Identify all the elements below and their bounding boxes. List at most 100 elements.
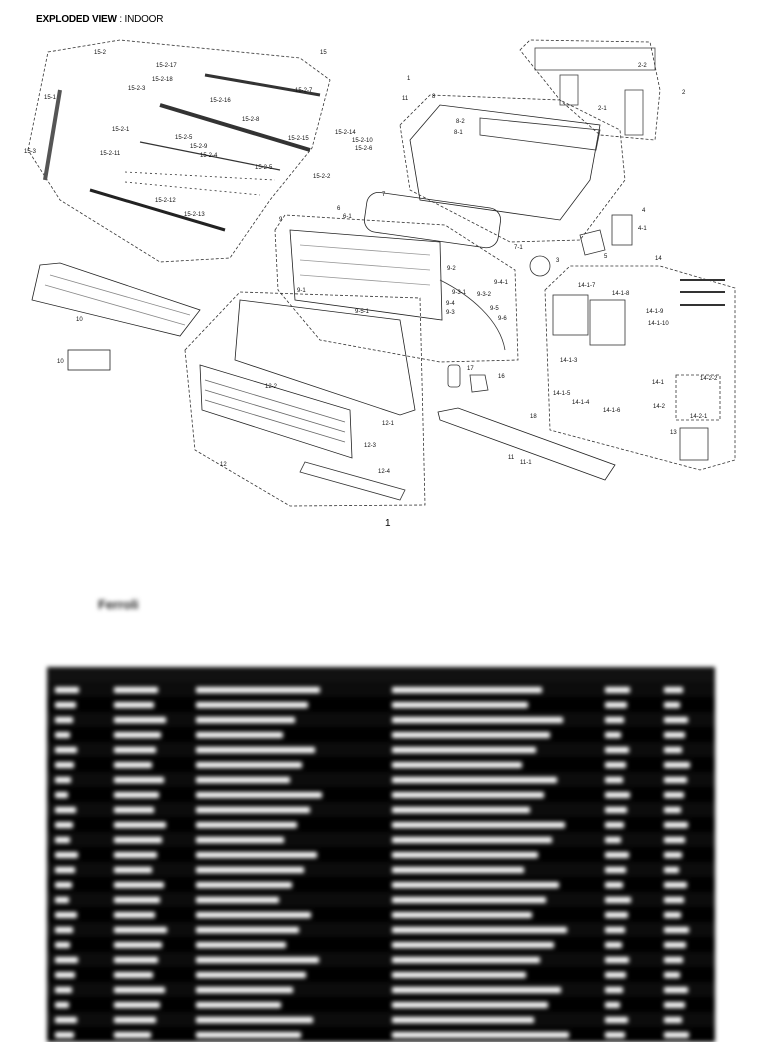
table-cell: [655, 727, 715, 742]
table-cell: [384, 892, 597, 907]
table-cell: [596, 952, 656, 967]
label: 9-3: [446, 310, 455, 316]
table-cell: [188, 862, 385, 877]
label: 14-1-8: [612, 291, 630, 297]
table-cell: [655, 952, 715, 967]
table-cell: [384, 997, 597, 1012]
label: 15-2-13: [184, 212, 205, 218]
pipe-9-6: [439, 279, 506, 351]
table-cell: [384, 967, 597, 982]
cover-8-2: [479, 117, 601, 151]
group-14-outline: [544, 265, 736, 471]
label: 15-2-3: [128, 86, 146, 92]
label: 9-3-2: [477, 292, 492, 298]
table-row: [47, 937, 715, 952]
table-row: [47, 712, 715, 727]
label: 6: [337, 206, 341, 212]
label: 5: [604, 254, 608, 260]
table-cell: [384, 847, 597, 862]
table-cell: [384, 742, 597, 757]
label: 9-6: [498, 316, 507, 322]
label: 14-1-10: [648, 321, 669, 327]
table-cell: [596, 982, 656, 997]
group-12-outline: [184, 291, 426, 507]
table-cell: [596, 832, 656, 847]
table-cell: [655, 847, 715, 862]
label: 15: [320, 50, 327, 56]
table-cell: [188, 802, 385, 817]
label: 9-4: [446, 301, 455, 307]
table-cell: [47, 922, 106, 937]
table-row: [47, 877, 715, 892]
table-cell: [655, 997, 715, 1012]
table-row: [47, 757, 715, 772]
label: 3: [556, 258, 560, 264]
label: 15-2-11: [100, 151, 121, 157]
label: 15-2-14: [335, 130, 356, 136]
label: 9-3-1: [452, 290, 467, 296]
table-cell: [47, 847, 106, 862]
table-row: [47, 982, 715, 997]
page-number: 1: [385, 518, 391, 529]
label: 12: [220, 462, 227, 468]
column-header: [47, 667, 106, 682]
motor-3: [529, 255, 551, 277]
label: 14-1-4: [572, 400, 590, 406]
table-cell: [384, 787, 597, 802]
label: 8-1: [454, 130, 463, 136]
table-cell: [188, 682, 385, 697]
label: 15-2-2: [313, 174, 331, 180]
label: 14-2-1: [690, 414, 708, 420]
table-cell: [106, 907, 189, 922]
label: 18: [530, 414, 537, 420]
table-cell: [655, 892, 715, 907]
table-cell: [106, 697, 189, 712]
table-cell: [655, 907, 715, 922]
table-cell: [655, 787, 715, 802]
table-row: [47, 1012, 715, 1027]
table-cell: [596, 802, 656, 817]
table-cell: [655, 682, 715, 697]
table-row: [47, 997, 715, 1012]
label: 9-2: [447, 266, 456, 272]
label: 7-1: [514, 245, 523, 251]
label: 16: [498, 374, 505, 380]
bracket-2-1a: [559, 74, 579, 106]
table-cell: [384, 1012, 597, 1027]
label: 9-1: [297, 288, 306, 294]
label: 13: [670, 430, 677, 436]
grille-12-2: [199, 364, 353, 459]
table-cell: [106, 772, 189, 787]
table-cell: [596, 772, 656, 787]
label: 15-2-5: [255, 165, 273, 171]
table-cell: [106, 832, 189, 847]
table-row: [47, 922, 715, 937]
label: 4-1: [638, 226, 647, 232]
column-header: [188, 667, 385, 682]
table-cell: [384, 877, 597, 892]
label: 12-4: [378, 469, 391, 475]
table-row: [47, 967, 715, 982]
header-title-rest: : INDOOR: [116, 14, 164, 25]
label: 12-3: [364, 443, 377, 449]
label: 10: [57, 359, 64, 365]
table-cell: [47, 682, 106, 697]
bracket-2-1b: [624, 89, 644, 136]
part-4: [611, 214, 633, 246]
table-cell: [188, 727, 385, 742]
table-cell: [596, 727, 656, 742]
parts-table: [47, 667, 715, 1042]
blurred-next-page: Ferroli: [0, 585, 768, 1042]
group-14-2-outline: [675, 374, 721, 421]
table-cell: [47, 967, 106, 982]
table-cell: [655, 1027, 715, 1042]
table-row: [47, 742, 715, 757]
table-cell: [384, 727, 597, 742]
pcb-14-1-7: [552, 294, 589, 336]
table-cell: [106, 787, 189, 802]
table-cell: [596, 877, 656, 892]
table-cell: [596, 847, 656, 862]
label: 15-2-9: [190, 144, 208, 150]
table-cell: [384, 832, 597, 847]
table-cell: [655, 712, 715, 727]
